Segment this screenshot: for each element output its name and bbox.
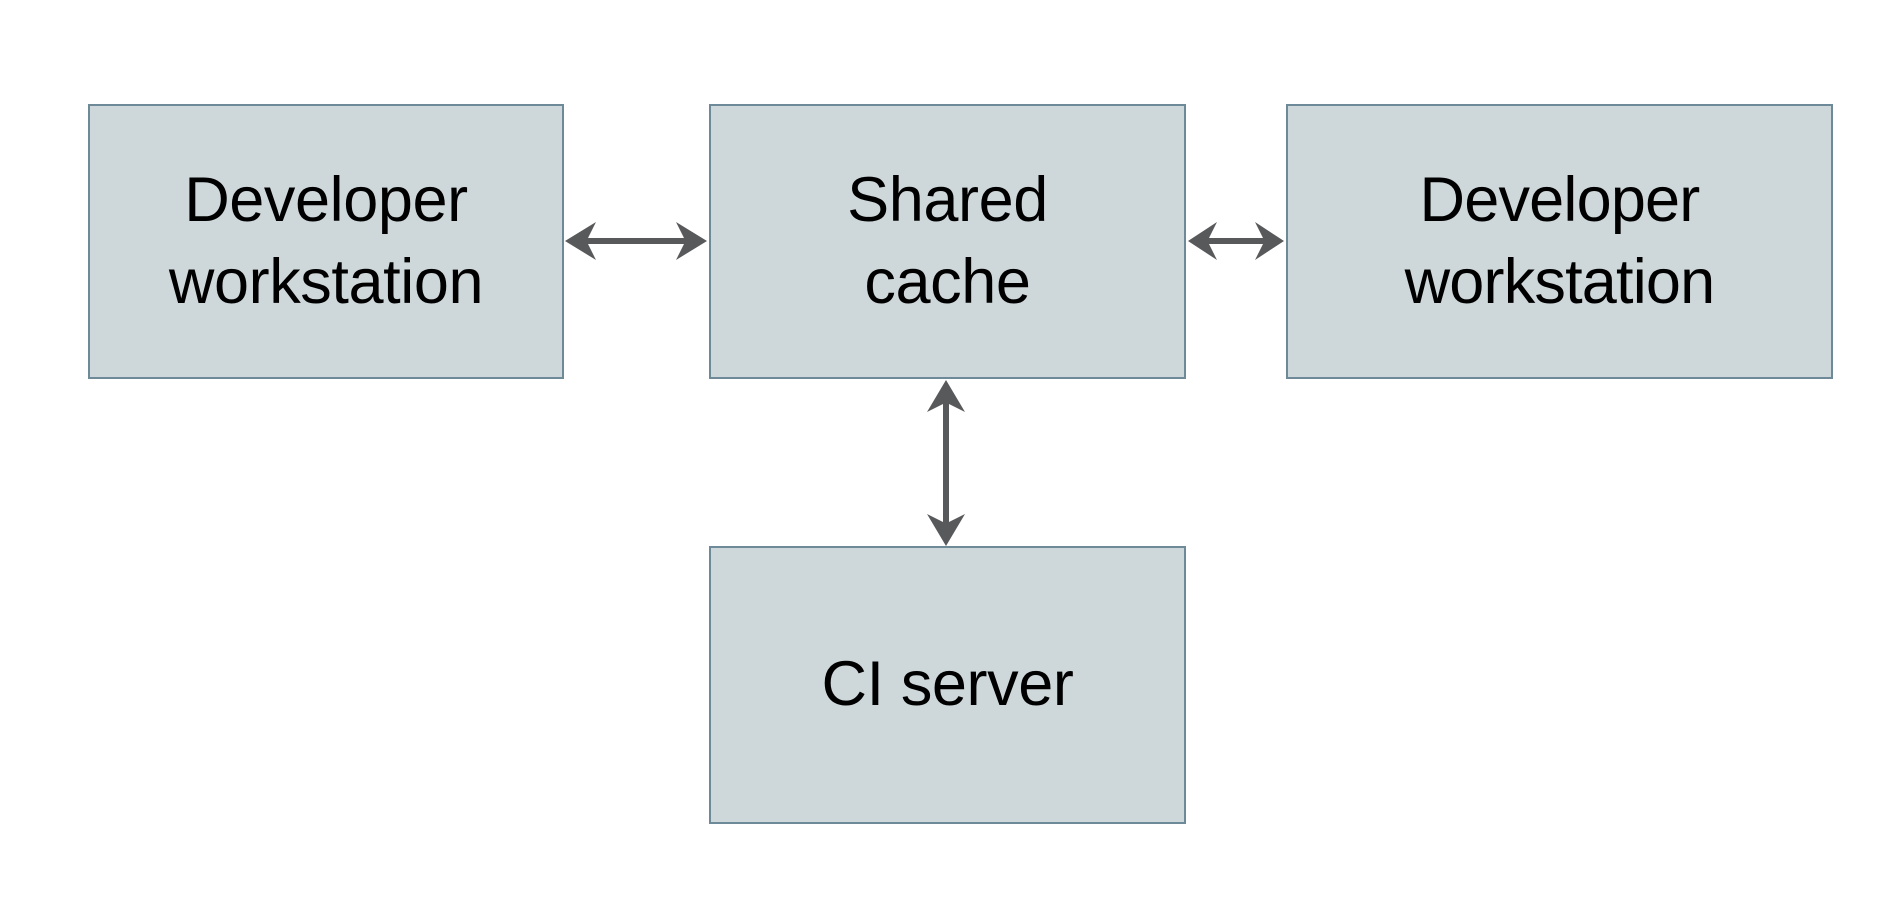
- double-arrow-icon: [565, 222, 707, 260]
- edge-shared-cache-to-ci-server[interactable]: [910, 376, 982, 550]
- node-ci-server[interactable]: CI server: [709, 546, 1186, 824]
- node-label: Shared cache: [847, 164, 1048, 317]
- node-developer-workstation-left[interactable]: Developer workstation: [88, 104, 564, 379]
- edge-developer-workstation-left-to-shared-cache[interactable]: [560, 205, 712, 277]
- node-label: Developer workstation: [1404, 164, 1716, 317]
- node-shared-cache[interactable]: Shared cache: [709, 104, 1186, 379]
- node-label: CI server: [821, 649, 1074, 720]
- node-developer-workstation-right[interactable]: Developer workstation: [1286, 104, 1833, 379]
- double-arrow-icon: [1188, 222, 1284, 260]
- node-label: Developer workstation: [168, 164, 484, 317]
- double-arrow-icon: [927, 380, 965, 546]
- edge-shared-cache-to-developer-workstation-right[interactable]: [1183, 205, 1289, 277]
